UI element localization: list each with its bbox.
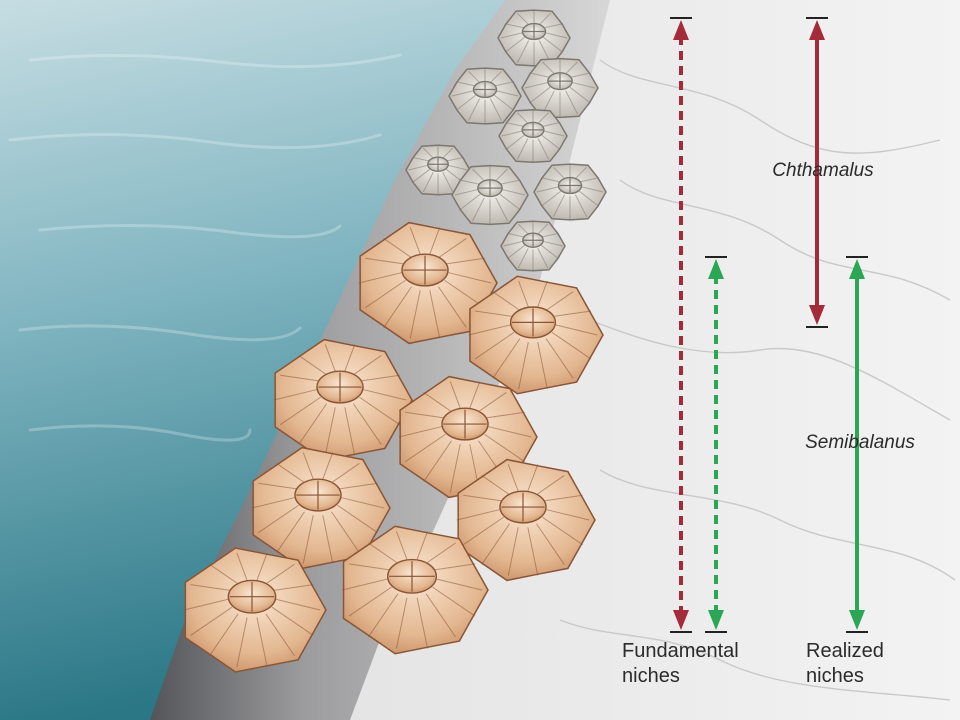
realized-niches-label-line1: Realized (806, 640, 884, 662)
semibalanus-realized-niche-arrow (846, 256, 868, 633)
water-ripples (8, 53, 402, 442)
chthamalus-barnacle (405, 144, 471, 196)
semibalanus-label: Semibalanus (805, 432, 915, 453)
chthamalus-barnacle (451, 164, 529, 226)
semibalanus-barnacle (468, 275, 604, 395)
water (0, 0, 505, 720)
chthamalus-barnacles (405, 9, 607, 272)
semibalanus-barnacle (358, 221, 498, 345)
semibalanus-barnacle (273, 338, 413, 462)
fundamental-niches-label-line2: niches (622, 665, 680, 687)
chthamalus-label: Chthamalus (772, 160, 874, 181)
niche-arrows (670, 17, 868, 633)
chthamalus-barnacle (448, 67, 522, 125)
semibalanus-barnacles (183, 221, 604, 673)
chthamalus-barnacle (497, 9, 571, 67)
chthamalus-fundamental-niche-arrow (670, 17, 692, 633)
semibalanus-fundamental-niche-arrow (705, 256, 727, 633)
realized-niches-label-line2: niches (806, 665, 864, 687)
fundamental-niches-label-line1: Fundamental (622, 640, 739, 662)
chthamalus-barnacle (498, 108, 568, 164)
chthamalus-barnacle (500, 220, 566, 272)
semibalanus-barnacle (456, 458, 596, 582)
rock-cracks (559, 59, 956, 701)
semibalanus-barnacle (183, 547, 327, 673)
semibalanus-barnacle (251, 446, 391, 570)
chthamalus-barnacle (533, 163, 607, 221)
chthamalus-barnacle (521, 57, 599, 119)
chthamalus-realized-niche-arrow (806, 17, 828, 328)
semibalanus-barnacle (341, 525, 489, 655)
